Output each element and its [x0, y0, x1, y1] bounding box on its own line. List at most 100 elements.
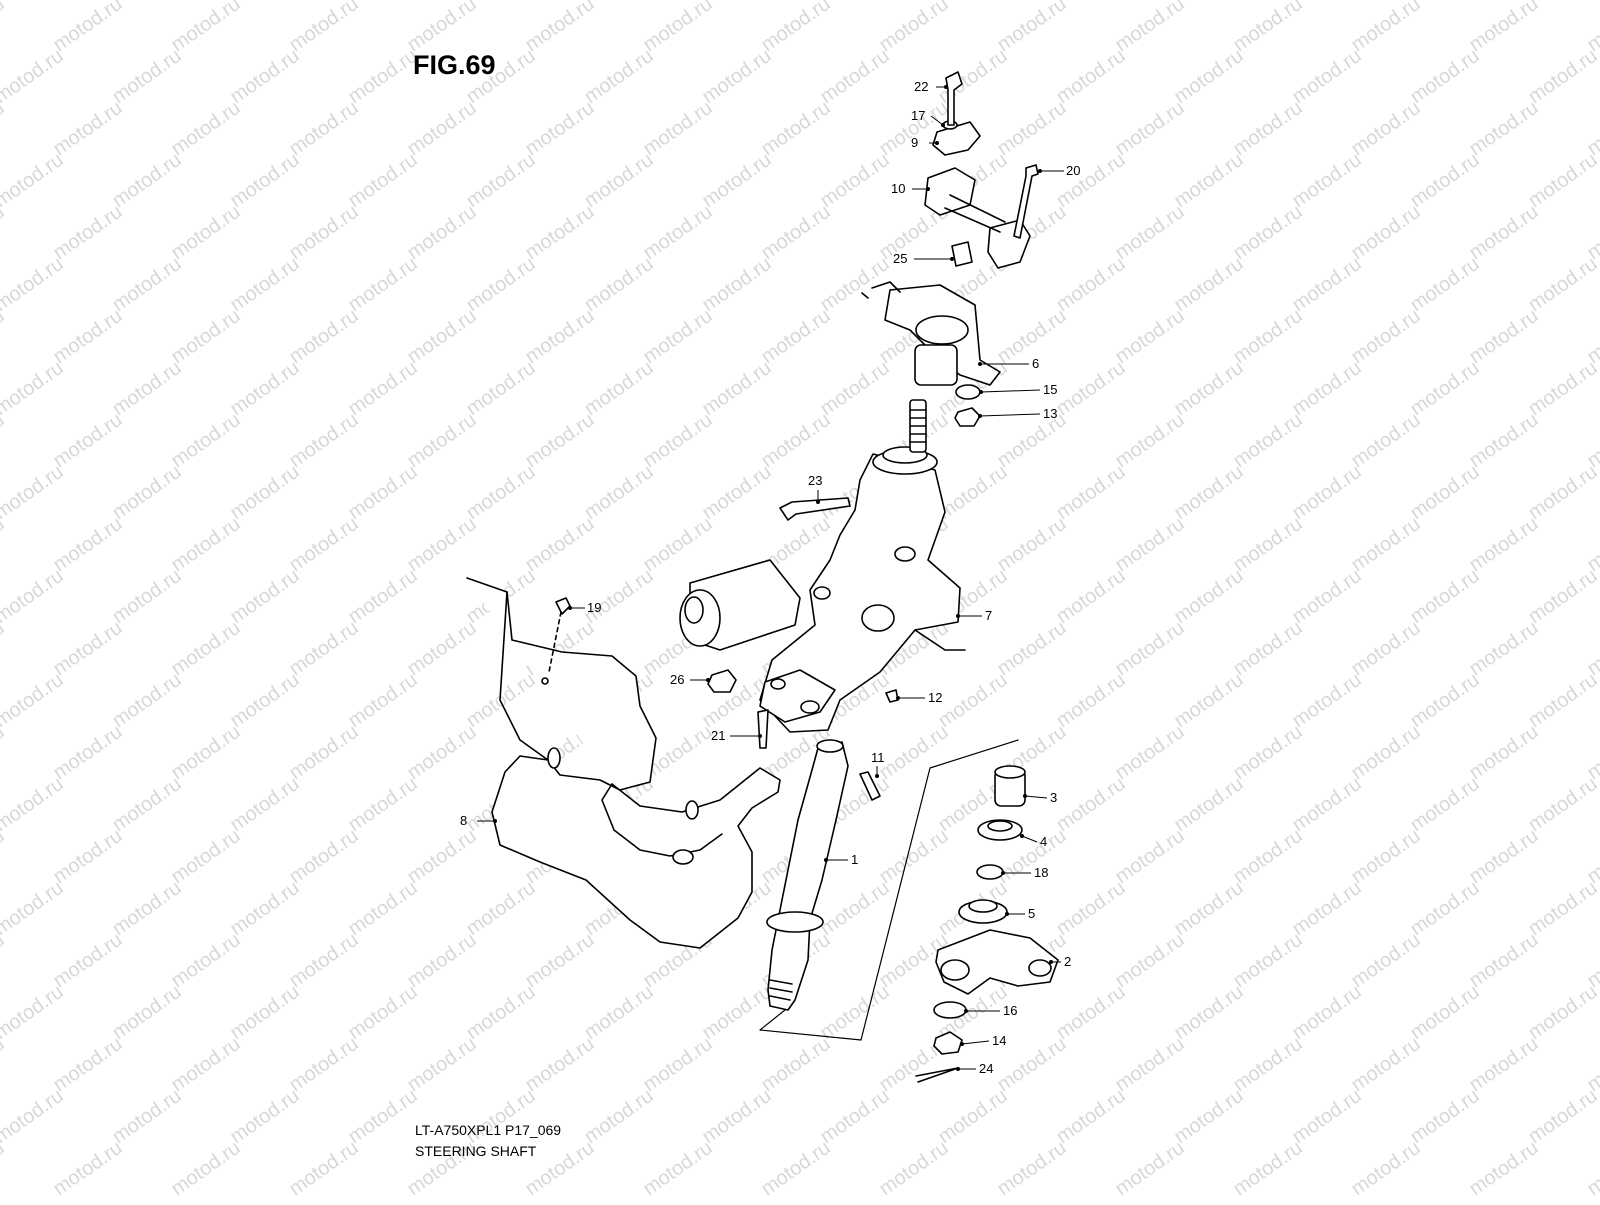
watermark-text: motod.ru [285, 929, 362, 992]
watermark-text: motod.ru [1465, 617, 1542, 680]
watermark-text: motod.ru [1288, 149, 1365, 212]
watermark-text: motod.ru [580, 565, 657, 628]
watermark-text: motod.ru [1052, 253, 1129, 316]
watermark-text: motod.ru [1406, 981, 1483, 1044]
watermark-text: motod.ru [108, 565, 185, 628]
part-9-clamp-top [932, 121, 981, 156]
callout-dot-19 [568, 606, 572, 610]
callout-label-5: 5 [1028, 906, 1035, 921]
watermark-text: motod.ru [580, 1085, 657, 1148]
watermark-text: motod.ru [816, 877, 893, 940]
watermark-text: motod.ru [1465, 721, 1542, 784]
watermark-text: motod.ru [639, 97, 716, 160]
watermark-text: motod.ru [1465, 513, 1542, 576]
watermark-text: motod.ru [49, 97, 126, 160]
part-10-clamp-right [987, 219, 1031, 269]
watermark-text: motod.ru [167, 1033, 244, 1096]
watermark-text: motod.ru [1170, 981, 1247, 1044]
watermark-text: motod.ru [934, 45, 1011, 108]
figure-code: LT-A750XPL1 P17_069 [415, 1122, 562, 1138]
watermark-text: motod.ru [521, 201, 598, 264]
watermark-text: motod.ru [1170, 773, 1247, 836]
watermark-text: motod.ru [49, 409, 126, 472]
watermark-text: motod.ru [580, 461, 657, 524]
watermark-text: motod.ru [49, 721, 126, 784]
watermark-text: motod.ru [1111, 1137, 1188, 1200]
watermark-text: motod.ru [1524, 877, 1600, 940]
watermark-text: motod.ru [49, 0, 126, 56]
watermark-text: motod.ru [226, 565, 303, 628]
figure-title: FIG.69 [413, 50, 496, 80]
figure-name: STEERING SHAFT [415, 1143, 537, 1159]
watermark-text: motod.ru [757, 1033, 834, 1096]
watermark-text: motod.ru [1229, 1137, 1306, 1200]
watermark-text: motod.ru [167, 513, 244, 576]
watermark-text: motod.ru [698, 461, 775, 524]
callout-dot-17 [941, 123, 945, 127]
watermark-text: motod.ru [1524, 45, 1600, 108]
part-7-wire [914, 629, 966, 651]
watermark-text: motod.ru [1288, 773, 1365, 836]
watermark-text: motod.ru [108, 461, 185, 524]
watermark-text: motod.ru [285, 513, 362, 576]
watermark-text: motod.ru [1288, 669, 1365, 732]
part-10-clamp [924, 167, 976, 216]
watermark-text: motod.ru [1229, 825, 1306, 888]
part-3-top [994, 765, 1026, 779]
watermark-text: motod.ru [403, 617, 480, 680]
watermark-text: motod.ru [1111, 513, 1188, 576]
part-6-tube [914, 344, 958, 386]
watermark-text: motod.ru [1347, 1033, 1424, 1096]
watermark-text: motod.ru [1347, 721, 1424, 784]
watermark-text: motod.ru [0, 877, 68, 940]
watermark-text: motod.ru [344, 565, 421, 628]
callout-label-15: 15 [1043, 382, 1057, 397]
watermark-text: motod.ru [757, 305, 834, 368]
callout-dot-22 [944, 85, 948, 89]
watermark-text: motod.ru [403, 305, 480, 368]
watermark-text: motod.ru [285, 825, 362, 888]
watermark-text: motod.ru [1288, 981, 1365, 1044]
watermark-text: motod.ru [1052, 877, 1129, 940]
watermark-text: motod.ru [1052, 773, 1129, 836]
watermark-text: motod.ru [1229, 305, 1306, 368]
watermark-text: motod.ru [226, 253, 303, 316]
watermark-text: motod.ru [285, 97, 362, 160]
watermark-text: motod.ru [0, 669, 68, 732]
watermark-text: motod.ru [1406, 773, 1483, 836]
watermark-text: motod.ru [403, 825, 480, 888]
part-24-pin [915, 1067, 959, 1083]
watermark-text: motod.ru [993, 0, 1070, 56]
watermark-text: motod.ru [226, 877, 303, 940]
watermark-text: motod.ru [0, 45, 68, 108]
watermark-text: motod.ru [403, 929, 480, 992]
watermark-text: motod.ru [1347, 513, 1424, 576]
watermark-text: motod.ru [1524, 461, 1600, 524]
part-7-plate-hole [770, 678, 786, 690]
part-13-nut [954, 407, 981, 427]
callout-label-16: 16 [1003, 1003, 1017, 1018]
watermark-text: motod.ru [875, 0, 952, 56]
part-11-bolt [859, 771, 881, 801]
callout-dot-16 [964, 1009, 968, 1013]
watermark-text: motod.ru [1465, 305, 1542, 368]
callout-label-1: 1 [851, 852, 858, 867]
part-8-hole [541, 677, 549, 685]
watermark-text: motod.ru [1524, 981, 1600, 1044]
callout-dot-18 [1001, 871, 1005, 875]
watermark-text: motod.ru [226, 981, 303, 1044]
watermark-text: motod.ru [934, 461, 1011, 524]
part-8-inner [499, 591, 723, 857]
part-19-screw [555, 597, 571, 615]
part-22-bolt [945, 71, 963, 126]
watermark-text: motod.ru [49, 1137, 126, 1200]
watermark-text: motod.ru [1524, 357, 1600, 420]
watermark-text: motod.ru [344, 877, 421, 940]
watermark-text: motod.ru [403, 0, 480, 56]
watermark-text: motod.ru [521, 409, 598, 472]
watermark-text: motod.ru [1524, 565, 1600, 628]
watermark-text: motod.ru [816, 45, 893, 108]
callout-dot-5 [1005, 912, 1009, 916]
watermark-text: motod.ru [875, 721, 952, 784]
watermark-text: motod.ru [108, 45, 185, 108]
